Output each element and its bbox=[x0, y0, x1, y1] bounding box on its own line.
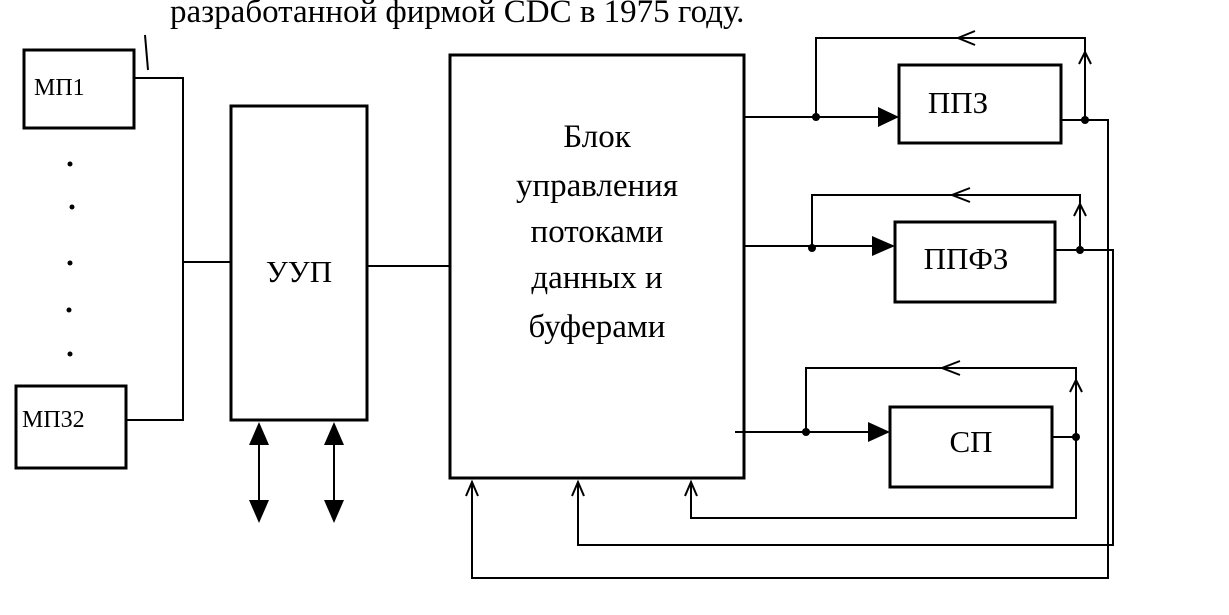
ppfz-output bbox=[577, 249, 1114, 546]
ppz-box bbox=[897, 63, 1063, 145]
mp1-label: МП1 bbox=[34, 75, 85, 101]
sp-feedback-arrow bbox=[939, 360, 961, 376]
ppz-return-path bbox=[471, 484, 1109, 579]
ppz-feedback-loop bbox=[815, 37, 1086, 120]
header-pointer bbox=[144, 34, 149, 71]
svg-text:буферами: буферами bbox=[529, 309, 666, 345]
sp-return-arrow bbox=[684, 479, 698, 497]
ellipsis-dots bbox=[66, 161, 75, 357]
sp-output bbox=[690, 436, 1077, 519]
ppfz-box bbox=[893, 220, 1057, 304]
ppz-feedback-arrow bbox=[955, 30, 976, 46]
sp-label: СП bbox=[949, 424, 992, 459]
ppz-feedback-up-arrow bbox=[1078, 49, 1092, 65]
ppfz-return-arrow bbox=[571, 479, 585, 497]
ppfz-input-arrow bbox=[872, 236, 895, 256]
svg-text:Блок: Блок bbox=[563, 119, 631, 155]
header-text: разработанной фирмой CDC в 1975 году. bbox=[170, 0, 744, 30]
bidirectional-arrow-right bbox=[324, 422, 344, 523]
uup-box bbox=[229, 104, 369, 422]
sp-input-arrow bbox=[868, 422, 890, 442]
svg-text:потоками: потоками bbox=[531, 214, 664, 250]
sp-feedback-up-arrow bbox=[1069, 377, 1083, 393]
mp-bus bbox=[126, 77, 184, 421]
ppz-label: ППЗ bbox=[928, 85, 988, 120]
ppz-return-arrow bbox=[465, 479, 479, 497]
mp32-box bbox=[14, 384, 128, 470]
ppfz-label: ППФЗ bbox=[924, 241, 1009, 276]
control-block-box bbox=[448, 53, 746, 480]
mp1-box bbox=[22, 48, 136, 130]
control-block-label: Блок управления потоками данных и буфера… bbox=[516, 119, 678, 345]
ppfz-feedback-up-arrow bbox=[1073, 201, 1087, 217]
ppz-input-arrow bbox=[878, 107, 899, 127]
ppz-output bbox=[1061, 119, 1109, 568]
ppfz-feedback-arrow bbox=[949, 187, 971, 203]
mp32-label: МП32 bbox=[22, 407, 85, 433]
bidirectional-arrow-left bbox=[249, 422, 269, 523]
svg-text:управления: управления bbox=[516, 168, 678, 204]
uup-label: УУП bbox=[266, 254, 332, 289]
svg-text:данных и: данных и bbox=[531, 260, 662, 296]
sp-box bbox=[888, 405, 1054, 489]
ppfz-feedback-loop bbox=[811, 194, 1081, 250]
